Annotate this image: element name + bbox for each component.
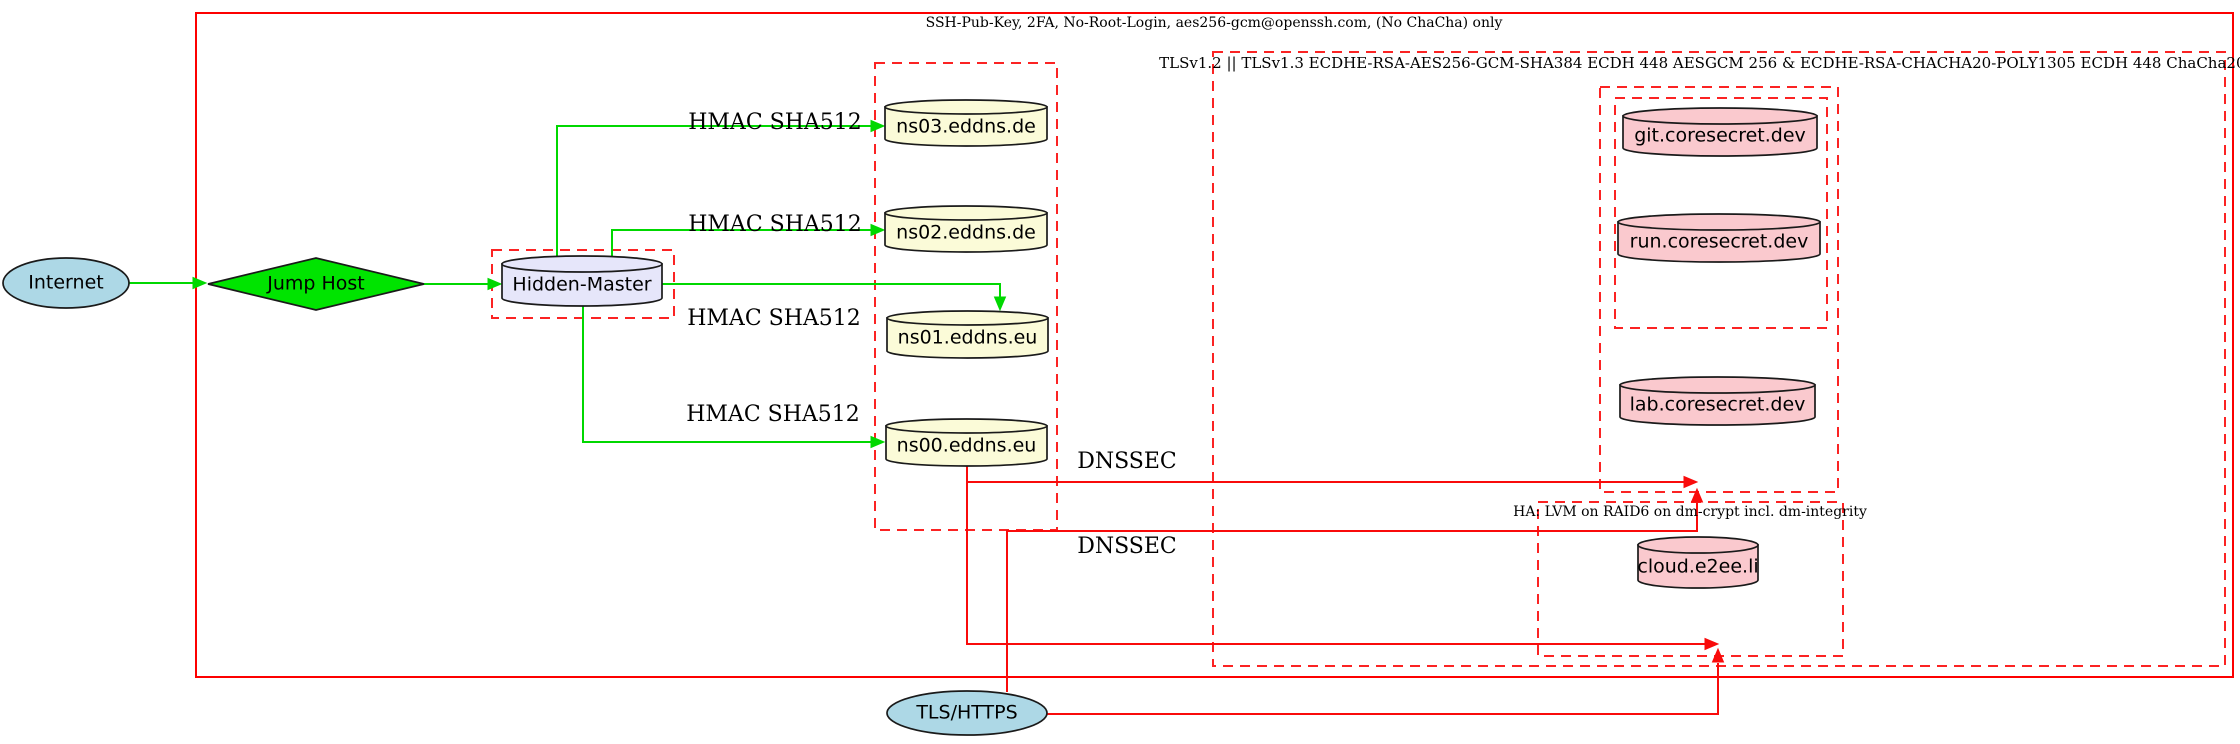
node-run-top <box>1617 213 1821 231</box>
cluster-ssh-label: SSH-Pub-Key, 2FA, No-Root-Login, aes256-… <box>925 15 1503 31</box>
node-ns02-label: ns02.eddns.de <box>896 221 1036 243</box>
edge-hidden-master-to-ns00-arrowhead <box>870 435 886 449</box>
edge-hidden-master-to-ns02 <box>611 229 871 256</box>
edge-hidden-master-to-ns03 <box>556 125 871 256</box>
node-jump-host-label: Jump Host <box>267 272 365 295</box>
node-cloud-top <box>1637 536 1759 554</box>
edge-hidden-master-to-ns01 <box>662 283 1001 297</box>
node-ns03-top <box>884 99 1048 115</box>
node-internet-label: Internet <box>28 271 104 294</box>
node-run-label: run.coresecret.dev <box>1629 230 1809 253</box>
node-git-top <box>1622 107 1818 125</box>
edge-hidden-master-to-ns00 <box>582 306 871 443</box>
node-ns02-body <box>884 212 1048 253</box>
edge-label-hmac-sha512-4: HMAC SHA512 <box>686 402 860 427</box>
edge-tls-https-to-coresecret <box>1006 503 1698 692</box>
node-ns00-label: ns00.eddns.eu <box>896 434 1037 457</box>
edge-hidden-master-to-ns01-arrowhead <box>993 296 1007 312</box>
node-hidden-master-top <box>501 255 663 273</box>
node-git-body <box>1622 115 1818 157</box>
edge-jump-to-hidden-master-arrowhead <box>487 277 503 291</box>
edge-dnssec-to-ha <box>966 482 1705 645</box>
node-tls-https-shape <box>886 690 1048 736</box>
edge-label-hmac-sha512-1: HMAC SHA512 <box>688 110 862 135</box>
node-lab-label: lab.coresecret.dev <box>1629 393 1806 416</box>
node-ns03-body <box>884 106 1048 147</box>
node-hidden-master-label: Hidden-Master <box>512 273 652 296</box>
edge-label-dnssec-2: DNSSEC <box>1077 534 1177 559</box>
node-git-label: git.coresecret.dev <box>1634 124 1806 147</box>
cluster-tls-label: TLSv1.2 || TLSv1.3 ECDHE-RSA-AES256-GCM-… <box>1159 54 2240 72</box>
node-run-body <box>1617 221 1821 263</box>
edge-dnssec-to-ha-arrowhead <box>1704 637 1720 651</box>
node-ns01-body <box>886 317 1049 359</box>
edge-dnssec-to-coresecret-arrowhead <box>1683 475 1699 489</box>
cluster-coresecret-boundary <box>1599 86 1839 493</box>
node-lab-top <box>1619 376 1816 394</box>
edge-tls-https-to-ha <box>1047 663 1719 715</box>
edge-label-hmac-sha512-2: HMAC SHA512 <box>688 212 862 237</box>
node-internet-shape <box>2 257 130 309</box>
node-tls-https-label: TLS/HTTPS <box>916 701 1018 724</box>
edge-label-dnssec-1: DNSSEC <box>1077 449 1177 474</box>
edge-internet-to-jump-arrowhead <box>192 276 208 290</box>
node-ns01-top <box>886 310 1049 326</box>
node-hidden-master-body <box>501 263 663 307</box>
node-ns01-label: ns01.eddns.eu <box>897 326 1038 349</box>
cluster-gitrun-boundary <box>1614 97 1828 329</box>
edge-label-hmac-sha512-3: HMAC SHA512 <box>687 306 861 331</box>
node-ns00-top <box>885 418 1048 434</box>
edge-hidden-master-to-ns03-arrowhead <box>870 119 886 133</box>
node-cloud-body <box>1637 544 1759 589</box>
node-jump-host-shape <box>207 257 425 311</box>
node-lab-body <box>1619 384 1816 426</box>
cluster-ha-label: HA: LVM on RAID6 on dm-crypt incl. dm-in… <box>1513 504 1867 520</box>
edge-tls-https-to-coresecret-arrowhead <box>1690 487 1704 503</box>
node-ns02-top <box>884 205 1048 221</box>
edge-dnssec-to-coresecret <box>966 466 1684 483</box>
node-ns00-body <box>885 425 1048 467</box>
node-ns03-label: ns03.eddns.de <box>896 115 1036 137</box>
edge-hidden-master-to-ns02-arrowhead <box>870 223 886 237</box>
edge-tls-https-to-ha-arrowhead <box>1711 647 1725 663</box>
cluster-ha-boundary <box>1537 501 1844 657</box>
node-cloud-label: cloud.e2ee.li <box>1637 555 1759 577</box>
cluster-ssh-boundary <box>195 12 2234 678</box>
